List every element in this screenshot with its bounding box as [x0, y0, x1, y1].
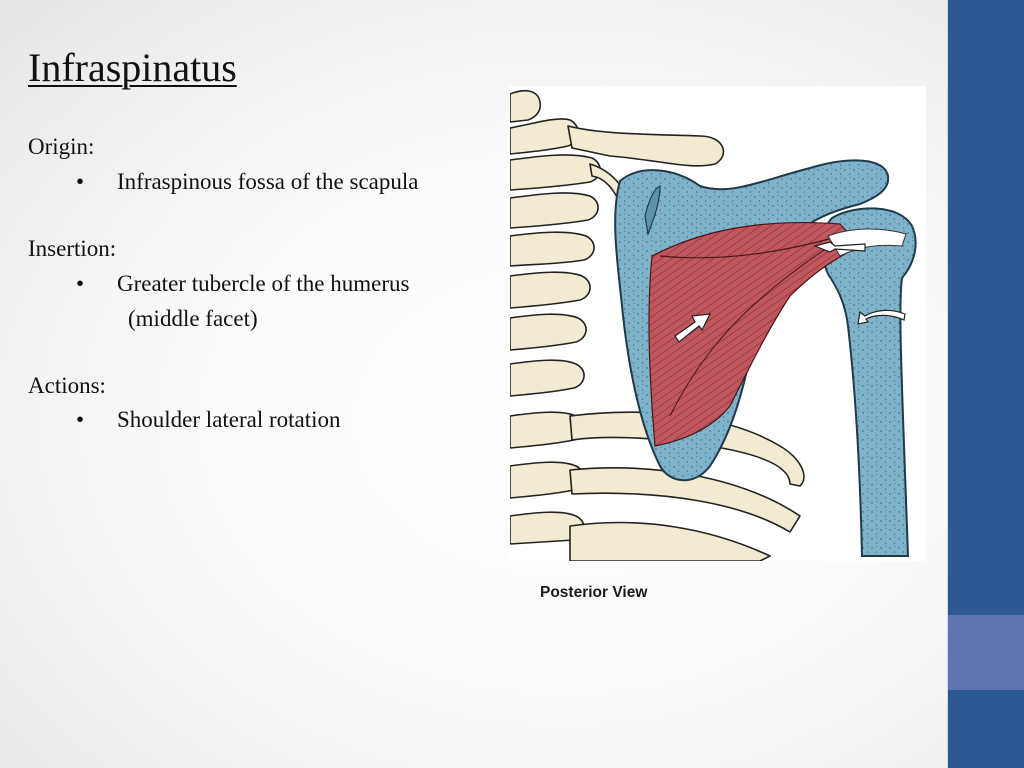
actions-bullet: • Shoulder lateral rotation: [76, 406, 341, 434]
origin-bullet: • Infraspinous fossa of the scapula: [76, 168, 418, 196]
bullet-symbol: •: [76, 271, 85, 296]
insertion-continuation: (middle facet): [128, 306, 258, 331]
insertion-text: Greater tubercle of the humerus: [117, 271, 410, 296]
slide-title: Infraspinatus: [28, 45, 237, 90]
actions-label: Actions:: [28, 373, 106, 398]
sidebar-accent-block: [948, 615, 1024, 690]
bullet-symbol: •: [76, 407, 85, 432]
actions-text: Shoulder lateral rotation: [117, 407, 341, 432]
shoulder-posterior-view-icon: [510, 89, 917, 561]
figure-caption: Posterior View: [540, 584, 648, 601]
insertion-bullet: • Greater tubercle of the humerus: [76, 270, 409, 298]
insertion-label: Insertion:: [28, 236, 117, 261]
origin-label: Origin:: [28, 134, 95, 159]
bullet-symbol: •: [76, 169, 85, 194]
decorative-sidebar: [947, 0, 1024, 768]
anatomy-illustration: [510, 86, 926, 561]
origin-text: Infraspinous fossa of the scapula: [117, 169, 419, 194]
